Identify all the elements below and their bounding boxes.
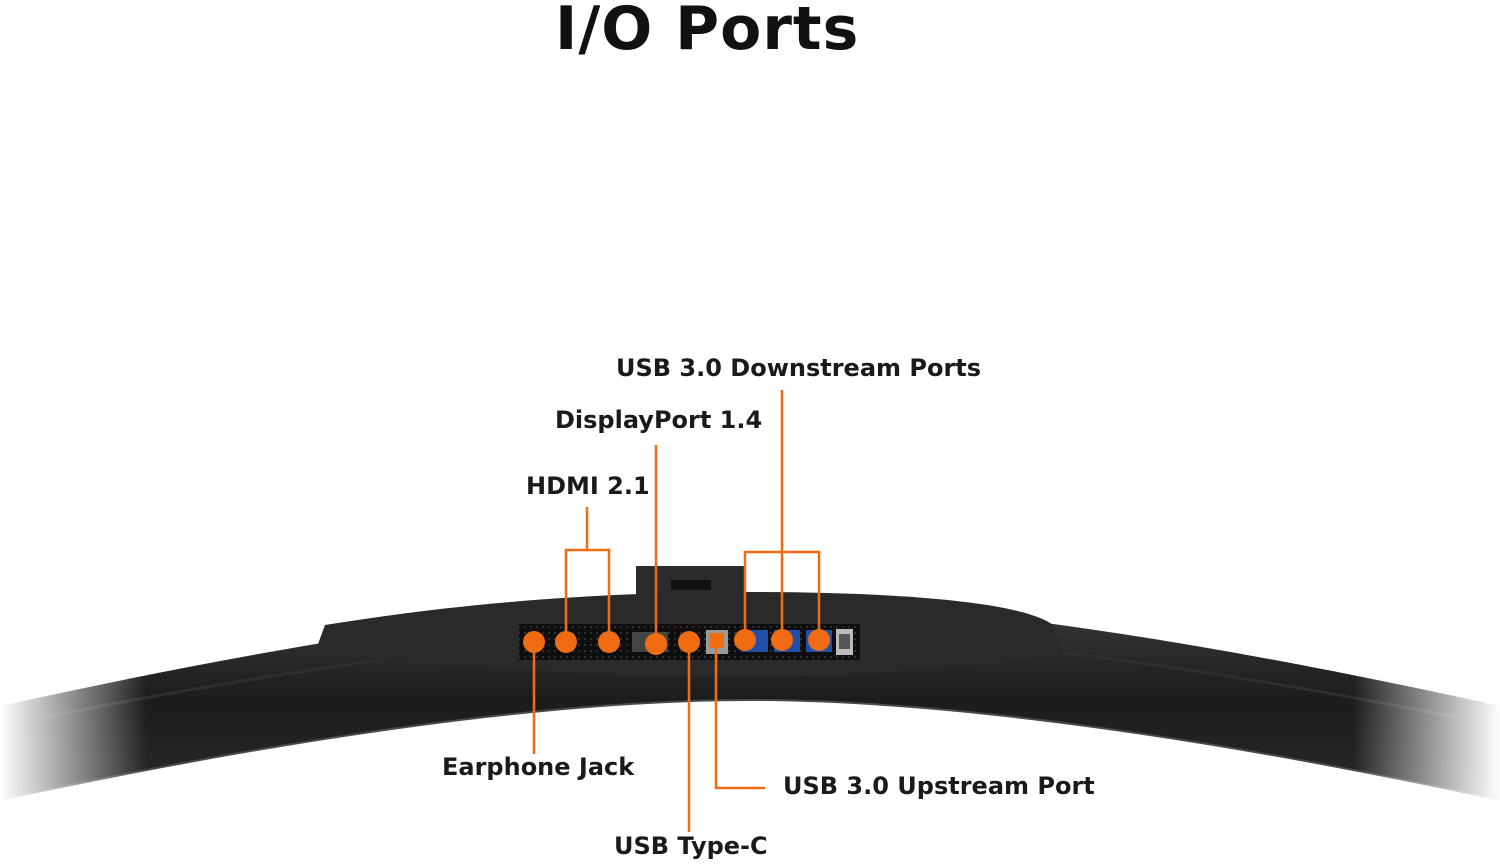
marker-usb-c <box>678 631 700 653</box>
usb-upstream-leader <box>714 640 765 790</box>
marker-usb-down-2 <box>771 629 793 651</box>
marker-displayport <box>645 633 667 655</box>
marker-usb-upstream <box>709 633 724 648</box>
label-usb-c: USB Type-C <box>614 832 768 860</box>
leader-lines <box>532 390 821 832</box>
marker-earphone <box>523 631 545 653</box>
marker-usb-down-3 <box>808 629 830 651</box>
marker-hdmi-1 <box>555 631 577 653</box>
hdmi-leader <box>564 507 589 640</box>
usb-downstream-leader <box>743 390 784 640</box>
stand-slot <box>671 580 711 590</box>
label-usb-downstream: USB 3.0 Downstream Ports <box>616 354 982 382</box>
page-title: I/O Ports <box>555 0 860 64</box>
marker-hdmi-2 <box>598 631 620 653</box>
marker-usb-down-1 <box>734 629 756 651</box>
label-earphone: Earphone Jack <box>442 753 635 781</box>
port-markers <box>523 629 830 655</box>
label-displayport: DisplayPort 1.4 <box>555 406 763 434</box>
label-usb-upstream: USB 3.0 Upstream Port <box>783 772 1095 800</box>
label-hdmi: HDMI 2.1 <box>526 472 650 500</box>
